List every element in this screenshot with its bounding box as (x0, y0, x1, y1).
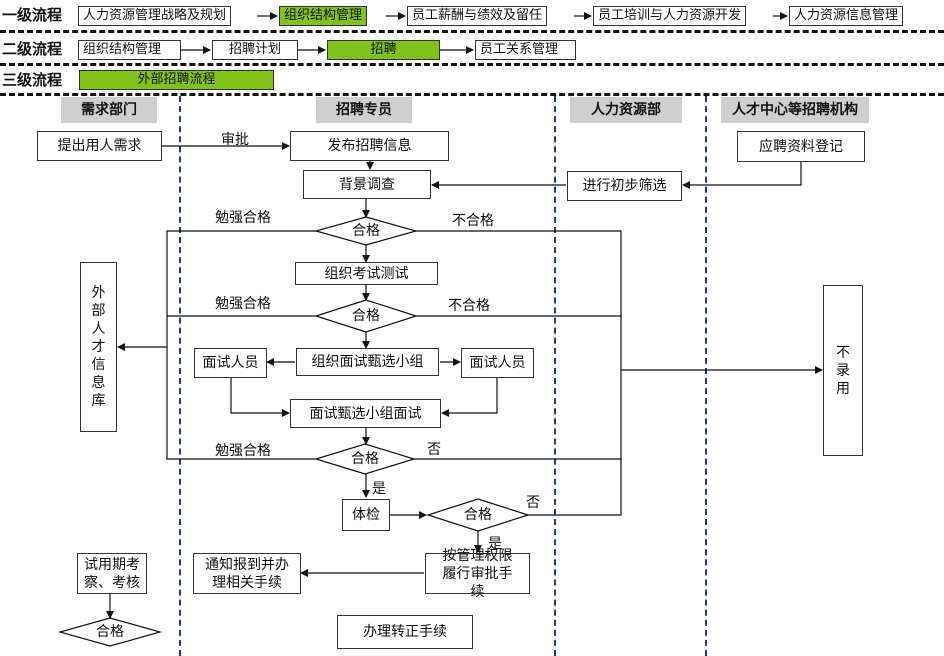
node-talent-db[interactable]: 外部人才信息库 (80, 262, 117, 432)
decision-pass3[interactable]: 合格 (351, 451, 379, 467)
lane-header-demand: 需求部门 (61, 97, 157, 123)
decision-pass4-shape (426, 498, 530, 532)
l2-item-plan[interactable]: 招聘计划 (212, 40, 298, 60)
node-trial[interactable]: 试用期考察、考核 (77, 553, 147, 594)
node-publish[interactable]: 发布招聘信息 (290, 131, 449, 161)
l2-item-relations[interactable]: 员工关系管理 (475, 40, 576, 60)
lane-header-recruiter: 招聘专员 (316, 97, 412, 123)
l1-item-strategy[interactable]: 人力资源管理战略及规划 (78, 6, 232, 26)
node-demand[interactable]: 提出用人需求 (37, 131, 162, 161)
level3-label: 三级流程 (2, 71, 63, 89)
label-approve: 审批 (221, 132, 249, 148)
node-approve[interactable]: 按管理权限履行审批手续 (425, 548, 530, 600)
l2-item-recruit[interactable]: 招聘 (327, 40, 440, 60)
lane-divider-3 (705, 96, 707, 656)
decision-pass5[interactable]: 合格 (96, 624, 124, 640)
l1-item-org[interactable]: 组织结构管理 (279, 6, 368, 26)
l2-item-org[interactable]: 组织结构管理 (78, 40, 181, 60)
label-barely1: 勉强合格 (215, 210, 271, 226)
label-fail2: 不合格 (448, 298, 490, 314)
decision-pass5-shape (57, 617, 163, 647)
separator-1 (0, 30, 944, 33)
decision-pass2-shape (314, 299, 418, 333)
label-yes4: 是 (488, 536, 502, 552)
node-screen[interactable]: 进行初步筛选 (567, 171, 682, 201)
node-formal[interactable]: 办理转正手续 (337, 615, 473, 649)
node-reject[interactable]: 不录用 (823, 285, 863, 456)
l3-item-external[interactable]: 外部招聘流程 (79, 70, 274, 90)
decision-pass3-shape (313, 443, 417, 475)
node-interviewer-right[interactable]: 面试人员 (461, 348, 534, 378)
label-no4: 否 (526, 495, 540, 511)
node-interviewer-left[interactable]: 面试人员 (194, 348, 267, 378)
l1-item-info[interactable]: 人力资源信息管理 (789, 6, 904, 26)
label-barely2: 勉强合格 (215, 296, 271, 312)
decision-pass1[interactable]: 合格 (352, 223, 380, 239)
l1-item-comp[interactable]: 员工薪酬与绩效及留任 (407, 6, 548, 26)
node-notify[interactable]: 通知报到并办理相关手续 (193, 553, 301, 594)
decision-pass2[interactable]: 合格 (352, 308, 380, 324)
label-no3: 否 (427, 442, 441, 458)
decision-pass4[interactable]: 合格 (464, 507, 492, 523)
label-yes3: 是 (372, 481, 386, 497)
label-barely3: 勉强合格 (215, 443, 271, 459)
label-fail1: 不合格 (452, 213, 494, 229)
node-exam[interactable]: 组织考试测试 (295, 262, 438, 285)
separator-2 (0, 63, 944, 66)
level1-label: 一级流程 (2, 6, 63, 24)
node-bg-check[interactable]: 背景调查 (303, 170, 431, 199)
lane-divider-2 (554, 96, 556, 656)
lane-header-hr: 人力资源部 (570, 97, 682, 123)
node-group-interview[interactable]: 面试甄选小组面试 (290, 399, 441, 428)
lane-header-agency: 人才中心等招聘机构 (721, 97, 869, 123)
level2-label: 二级流程 (2, 40, 63, 58)
l1-item-training[interactable]: 员工培训与人力资源开发 (593, 6, 747, 26)
separator-3 (0, 93, 944, 96)
node-group[interactable]: 组织面试甄选小组 (296, 348, 439, 376)
lane-divider-1 (179, 96, 181, 656)
node-register[interactable]: 应聘资料登记 (737, 131, 865, 162)
node-physical-exam[interactable]: 体检 (342, 499, 390, 531)
decision-pass1-shape (313, 216, 419, 246)
